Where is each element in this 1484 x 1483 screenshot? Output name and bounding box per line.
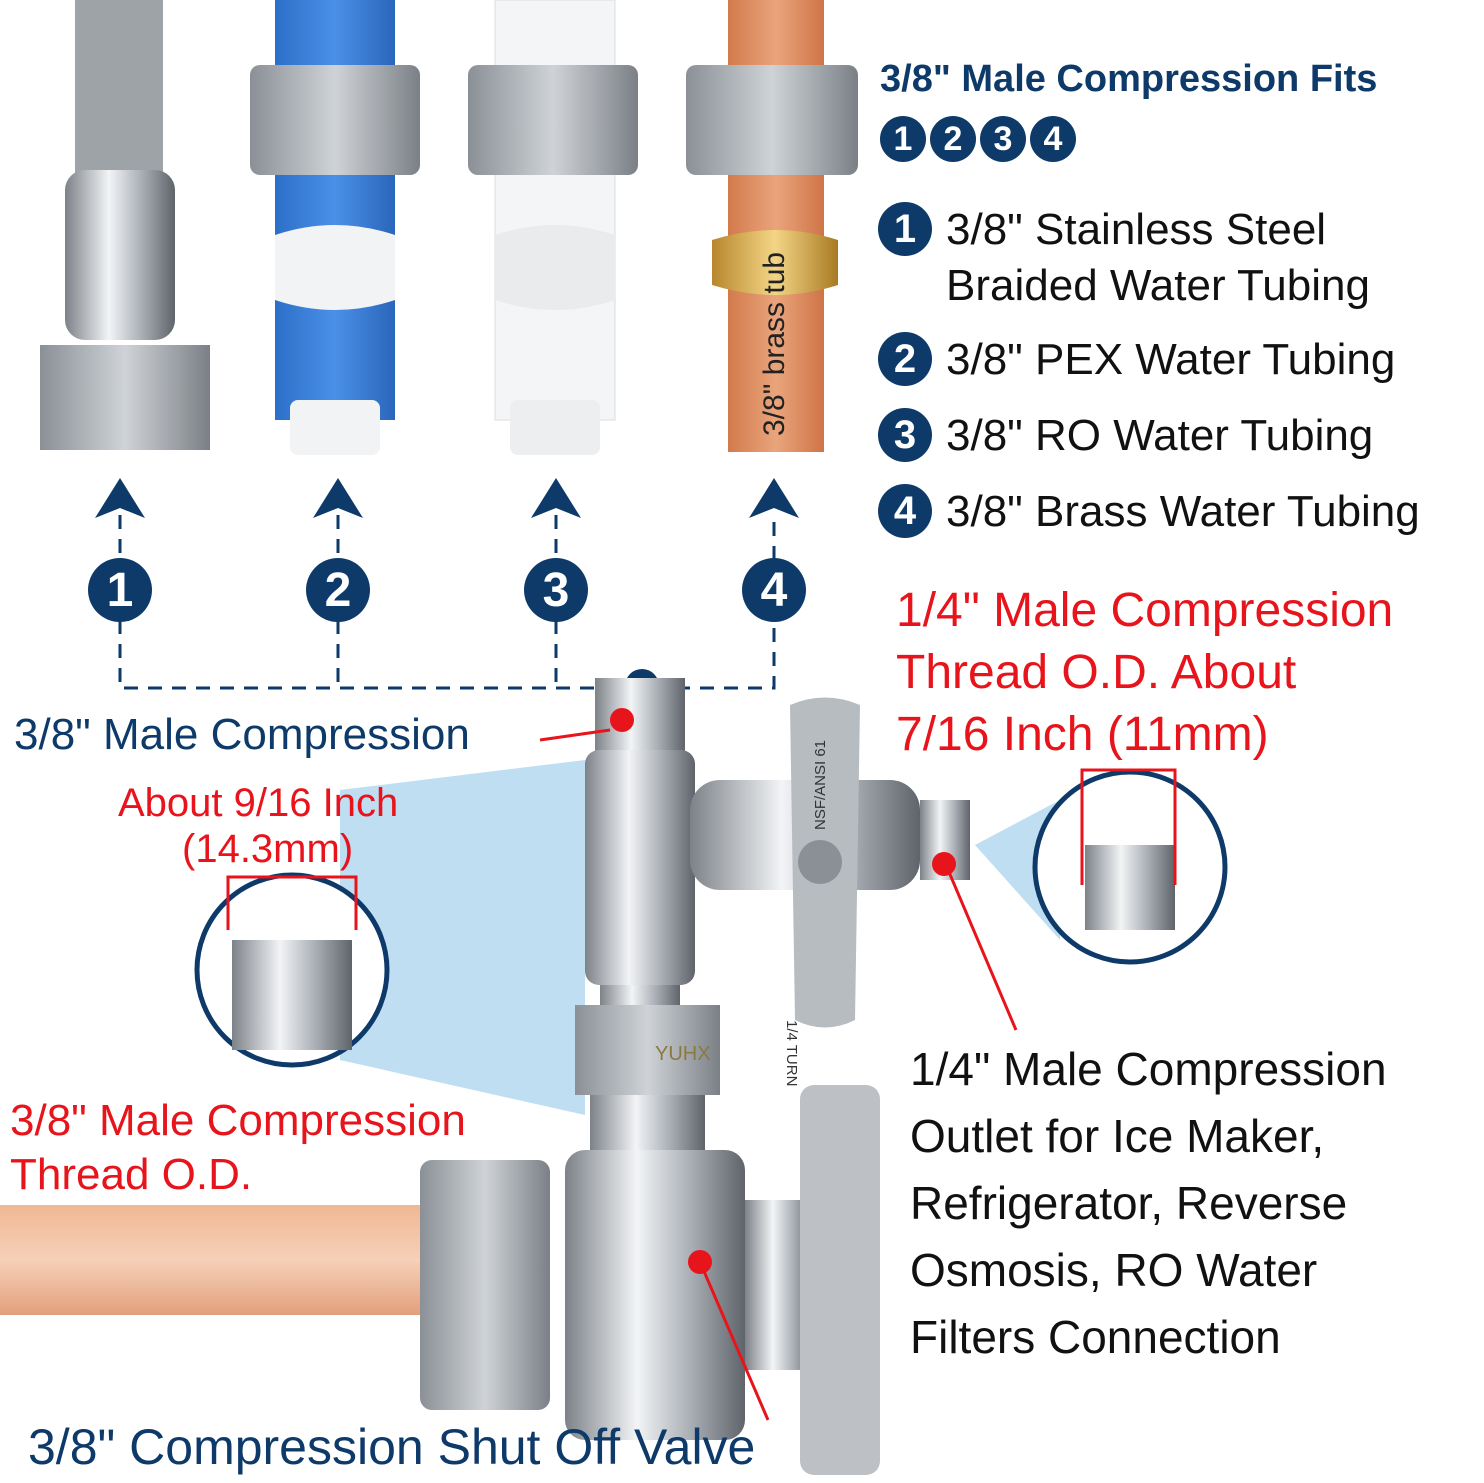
- legend-number: 3: [878, 408, 932, 462]
- legend-text: 3/8" Stainless Steel Braided Water Tubin…: [946, 205, 1370, 310]
- copper-tube: [686, 0, 858, 452]
- legend-number: 2: [878, 332, 932, 386]
- legend-number: 4: [878, 484, 932, 538]
- legend-text: 3/8" RO Water Tubing: [946, 411, 1374, 460]
- dimension-lines: [226, 728, 1177, 1421]
- legend-item: 4 3/8" Brass Water Tubing: [878, 484, 1420, 540]
- marker-4: 4: [742, 558, 806, 622]
- legend-item: 2 3/8" PEX Water Tubing: [878, 332, 1395, 388]
- badge: 1: [880, 116, 926, 162]
- marker-2: 2: [306, 558, 370, 622]
- line: Thread O.D. About: [896, 646, 1297, 699]
- line: 1/4" Male Compression: [896, 584, 1394, 637]
- turn-text: 1/4 TURN: [783, 1020, 800, 1087]
- legend-text: 3/8" PEX Water Tubing: [946, 335, 1396, 384]
- line: 7/16 Inch (11mm): [896, 708, 1269, 761]
- line: Thread O.D.: [10, 1150, 253, 1199]
- line: Filters Connection: [910, 1311, 1281, 1363]
- line: About 9/16 Inch: [118, 781, 399, 825]
- braided-tube: [40, 0, 210, 450]
- brand-mark: YUHX: [655, 1043, 711, 1065]
- marker-3: 3: [524, 558, 588, 622]
- badge: 2: [930, 116, 976, 162]
- badge: 3: [980, 116, 1026, 162]
- badge: 4: [1030, 116, 1076, 162]
- legend-item: 1 3/8" Stainless Steel Braided Water Tubi…: [878, 202, 1458, 314]
- line: Refrigerator, Reverse: [910, 1177, 1348, 1229]
- dashed-connectors: [118, 515, 776, 690]
- legend-text: 3/8" Brass Water Tubing: [946, 487, 1420, 536]
- pex-tube: [250, 0, 420, 455]
- fits-title: 3/8" Male Compression Fits: [880, 58, 1378, 100]
- arrows: [95, 478, 799, 518]
- line: Osmosis, RO Water: [910, 1244, 1318, 1296]
- outlet-description: 1/4" Male Compression Outlet for Ice Mak…: [910, 1036, 1387, 1371]
- valve-name: 3/8" Compression Shut Off Valve: [28, 1419, 756, 1475]
- line: (14.3mm): [182, 827, 354, 871]
- ro-tube: [468, 0, 638, 455]
- inlet-size-label: About 9/16 Inch(14.3mm): [118, 780, 398, 872]
- valve: [340, 678, 1060, 1475]
- tube-text: 3/8" brass tub: [758, 251, 791, 436]
- legend-number: 1: [878, 202, 932, 256]
- line: 3/8" Male Compression: [10, 1096, 466, 1145]
- handle-text: NSF/ANSI 61: [812, 739, 829, 830]
- marker-1: 1: [88, 558, 152, 622]
- fits-badges: 1 2 3 4: [880, 116, 1080, 162]
- line: 1/4" Male Compression: [910, 1043, 1387, 1095]
- inlet-male-label: 3/8" Male Compression: [14, 710, 470, 759]
- line: Outlet for Ice Maker,: [910, 1110, 1325, 1162]
- legend-item: 3 3/8" RO Water Tubing: [878, 408, 1373, 464]
